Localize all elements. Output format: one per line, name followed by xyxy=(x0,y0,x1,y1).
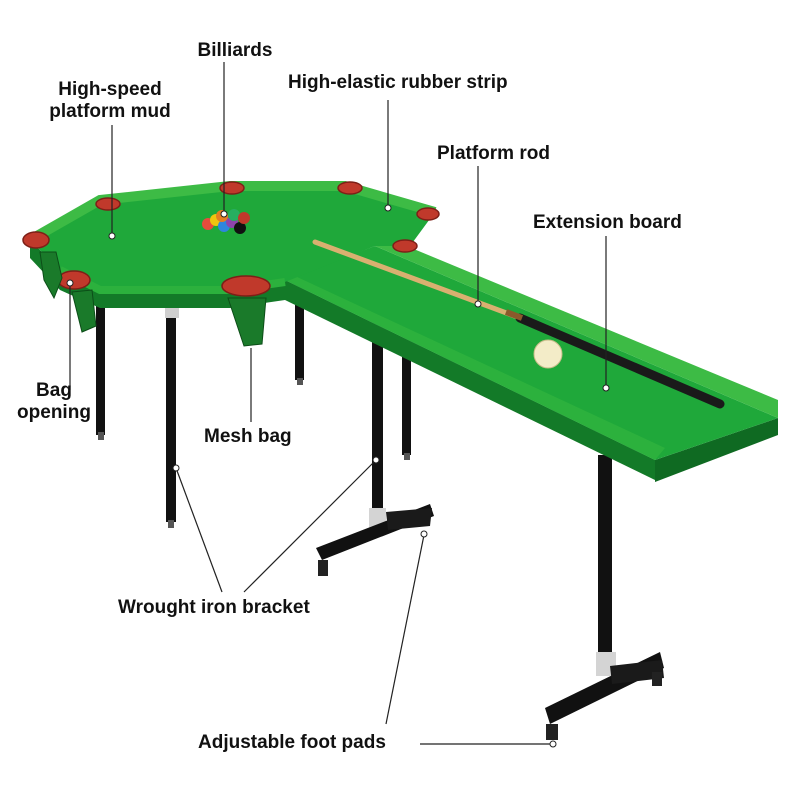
label-high-speed-platform-mud: High-speed platform mud xyxy=(30,79,190,123)
label-billiards: Billiards xyxy=(197,40,273,61)
label-extension-board: Extension board xyxy=(533,212,682,233)
cue-stick xyxy=(312,239,725,409)
cue-ball xyxy=(533,339,563,369)
pockets xyxy=(22,181,440,297)
label-mud-line1: High-speed xyxy=(58,79,162,100)
label-adjustable-foot-pads: Adjustable foot pads xyxy=(198,732,386,753)
mesh-bags xyxy=(39,251,267,347)
label-mesh-bag: Mesh bag xyxy=(204,426,292,447)
label-bag-opening-line2: opening xyxy=(17,402,91,423)
label-platform-rod: Platform rod xyxy=(437,143,550,164)
table-legs xyxy=(96,285,616,676)
wrought-iron-bracket xyxy=(316,504,664,740)
label-wrought-iron-bracket: Wrought iron bracket xyxy=(118,597,310,618)
leader-lines xyxy=(69,62,607,745)
label-mud-line2: platform mud xyxy=(49,101,171,122)
tabletop xyxy=(22,181,778,482)
label-rubber-strip: High-elastic rubber strip xyxy=(288,72,508,93)
leader-dots xyxy=(66,204,610,748)
label-bag-opening: Bag opening xyxy=(4,380,104,424)
label-bag-opening-line1: Bag xyxy=(36,380,72,401)
billiard-balls xyxy=(202,209,250,234)
